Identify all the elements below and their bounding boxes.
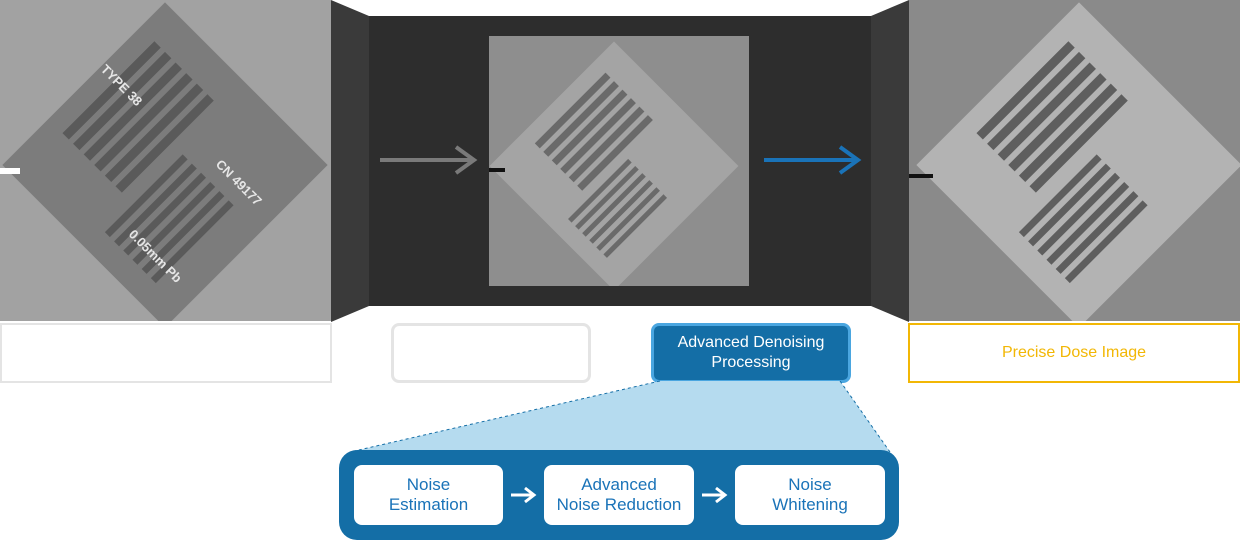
noise-whitening-step: Noise Whitening — [735, 465, 885, 525]
advanced-noise-reduction-step: Advanced Noise Reduction — [544, 465, 694, 525]
original-xray-image: 0.05mm Pb TYPE 38 CN 49177 — [0, 0, 331, 321]
left-side-panel — [331, 0, 369, 322]
arrow-right-icon — [764, 145, 862, 175]
right-side-panel — [871, 0, 909, 322]
noise-estimation-step: Noise Estimation — [354, 465, 503, 525]
arrow-right-icon — [702, 486, 728, 504]
intermediate-image-label — [391, 323, 591, 383]
noisy-xray-image — [489, 36, 749, 286]
original-image-label — [0, 323, 332, 383]
arrow-right-icon — [380, 145, 478, 175]
arrow-right-icon — [511, 486, 537, 504]
result-xray-image — [909, 0, 1240, 321]
result-image-label: Precise Dose Image — [908, 323, 1240, 383]
